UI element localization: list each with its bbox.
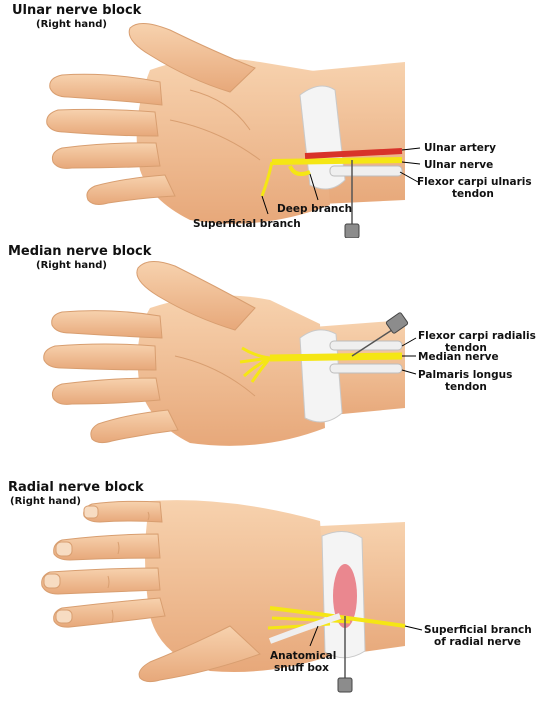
ulnar-index-finger [49, 73, 163, 106]
superficial-radial-nerve-shape [269, 606, 406, 628]
radial-little-finger [53, 597, 166, 628]
median-middle-finger [43, 343, 157, 371]
ulnar-palm [136, 58, 330, 224]
fcu-tendon-label-2: tendon [452, 188, 494, 200]
superficial-radial-label-1: Superficial branch [424, 624, 532, 636]
superficial-radial-label-2: of radial nerve [434, 636, 521, 648]
radial-panel-title: Radial nerve block [8, 480, 144, 495]
fcu-tendon-ulnar [329, 165, 403, 177]
median-little-finger [90, 409, 179, 444]
fcr-tendon-label-1: Flexor carpi radialis [418, 330, 536, 342]
radial-middle-finger [53, 533, 161, 561]
median-retinaculum [299, 329, 343, 423]
radial-hand-dorsum [145, 500, 330, 672]
ulnar-artery-shape [304, 148, 403, 159]
fcr-tendon [329, 340, 403, 351]
median-hand-illustration [43, 261, 417, 446]
ulnar-little-finger [86, 174, 176, 205]
ulnar-nerve-label: Ulnar nerve [424, 159, 494, 171]
median-needle [351, 329, 393, 357]
median-palm [137, 295, 325, 446]
median-ring-finger [51, 377, 161, 405]
radial-panel-subtitle: (Right hand) [10, 496, 81, 507]
median-nerve-shape [269, 352, 403, 362]
ulnar-nerve-shape [271, 157, 403, 165]
radial-nerve-block-panel: Radial nerve block (Right hand) Superfic… [0, 476, 536, 714]
pl-tendon [329, 363, 403, 374]
snuff-box-label-1: Anatomical [270, 650, 337, 662]
ulnar-middle-finger [46, 108, 159, 137]
fcr-tendon-label-2: tendon [445, 342, 487, 354]
pl-tendon-label-2: tendon [445, 381, 487, 393]
ulnar-panel-title: Ulnar nerve block [12, 3, 142, 18]
median-index-finger [51, 310, 163, 339]
ulnar-thumb [128, 23, 256, 93]
radial-thumb [138, 625, 261, 683]
median-nerve-label: Median nerve [418, 351, 499, 363]
pl-tendon-label-1: Palmaris longus [418, 369, 513, 381]
median-thumb [136, 261, 256, 331]
snuff-box-label-2: snuff box [274, 662, 329, 674]
deep-branch-label: Deep branch [277, 203, 353, 215]
ulnar-ring-finger [51, 142, 161, 169]
superficial-branch-label: Superficial branch [193, 218, 301, 230]
fcu-tendon-label-1: Flexor carpi ulnaris [417, 176, 532, 188]
median-panel-subtitle: (Right hand) [36, 260, 107, 271]
ulnar-panel-subtitle: (Right hand) [36, 19, 107, 30]
radial-ring-finger [41, 567, 161, 595]
median-nerve-block-panel: Median nerve block (Right hand) Flexor c… [0, 238, 536, 476]
ulnar-hand-illustration [46, 23, 421, 238]
anatomical-snuff-box-shape [333, 564, 357, 628]
radial-hand-illustration [41, 500, 423, 693]
ulnar-nerve-block-panel: Ulnar nerve block (Right hand) Ulnar art… [0, 0, 536, 238]
median-panel-title: Median nerve block [8, 244, 152, 259]
ulnar-artery-label: Ulnar artery [424, 142, 496, 154]
